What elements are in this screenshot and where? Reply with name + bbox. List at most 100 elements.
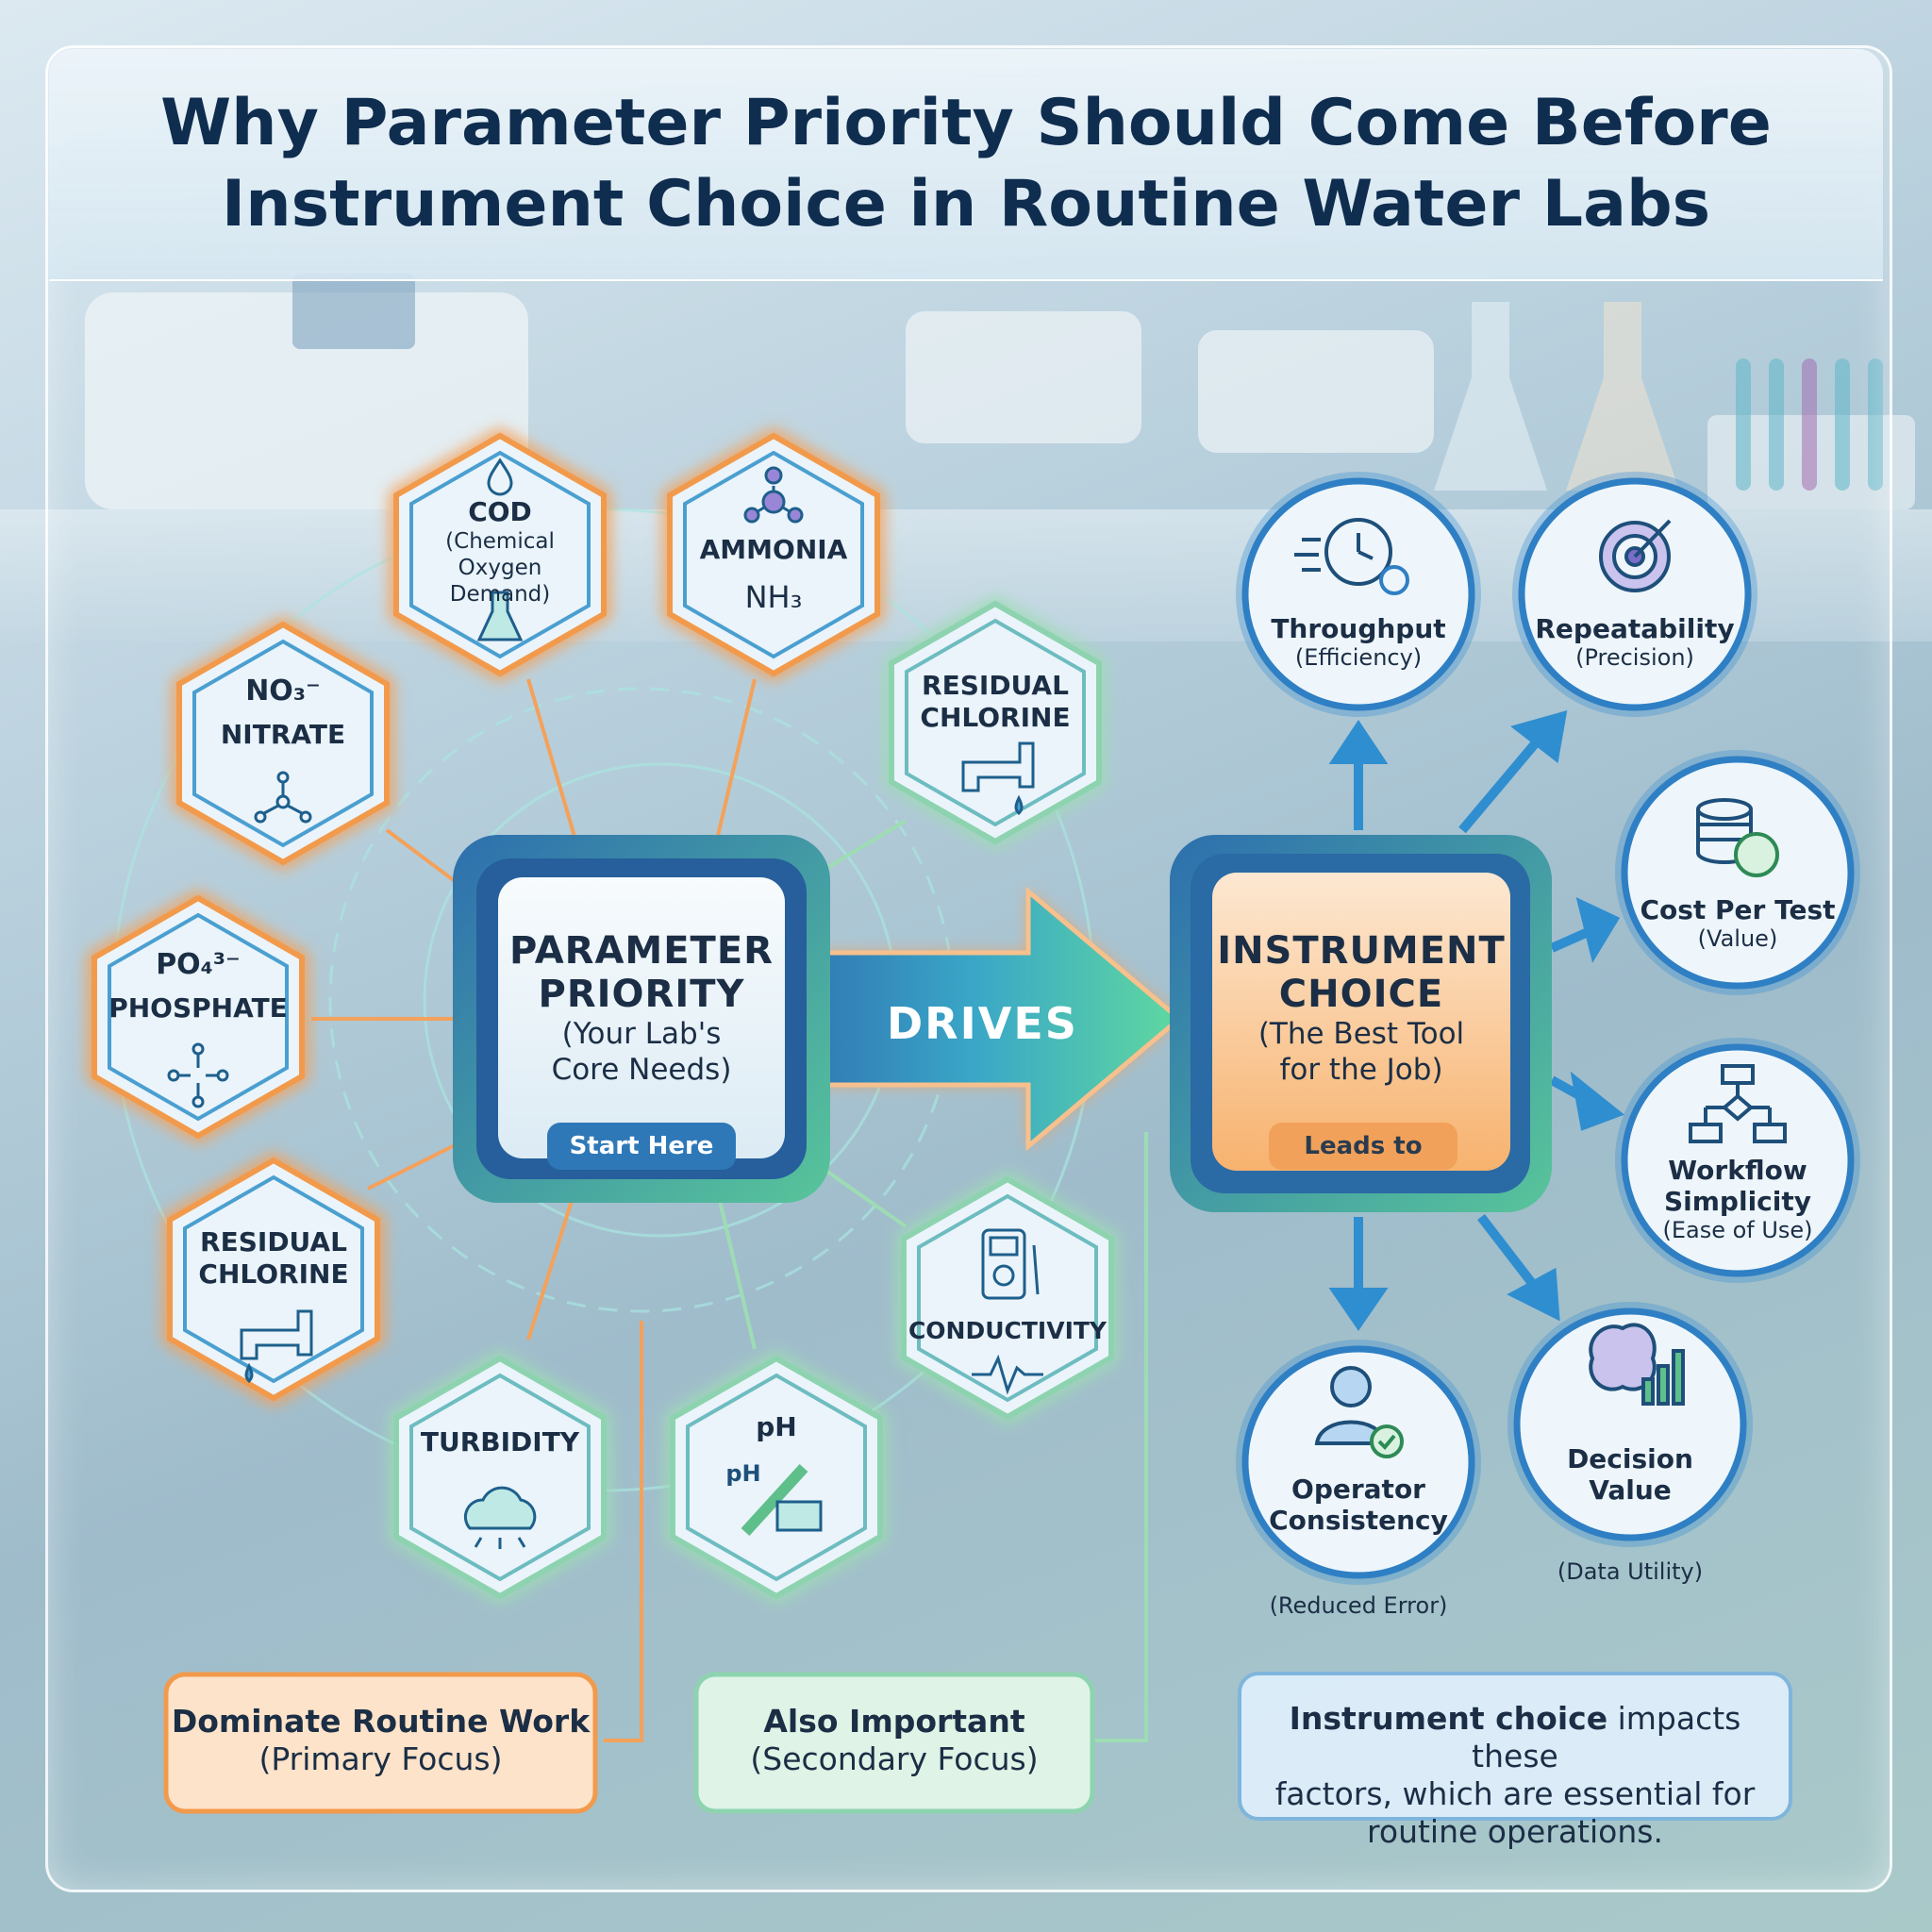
- factor-icons: [1294, 518, 1787, 1458]
- hex-icons: [167, 458, 1043, 1549]
- flask-shape-2: [1566, 302, 1679, 491]
- hex-group: [88, 427, 1118, 1605]
- legend-primary-title: Dominate Routine Work: [171, 1703, 591, 1740]
- hex-turbidity-label: TURBIDITY: [406, 1426, 594, 1458]
- note-rest: impacts these: [1472, 1700, 1741, 1774]
- parameter-priority-sub-2: Core Needs): [551, 1053, 732, 1087]
- hex-phosphate-label: PO₄³⁻ PHOSPHATE: [104, 949, 292, 1024]
- throughput-title: Throughput: [1271, 613, 1446, 644]
- coins-dollar-icon: [1696, 798, 1779, 877]
- decision-title-2: Value: [1589, 1474, 1672, 1506]
- decision-label: Decision Value: [1517, 1443, 1743, 1506]
- parameter-priority-heading-2: PRIORITY: [538, 973, 745, 1016]
- legend-secondary: Also Important (Secondary Focus): [696, 1703, 1092, 1778]
- faucet-icon: [240, 1309, 313, 1384]
- operator-label: Operator Consistency: [1245, 1474, 1472, 1536]
- cloud-icon: [463, 1486, 537, 1549]
- hex-ph: [666, 1350, 887, 1605]
- circle-workflow: [1615, 1038, 1860, 1283]
- analyzer-machine: [906, 311, 1141, 443]
- turbidity-title: TURBIDITY: [420, 1426, 580, 1457]
- ph-strip-text: pH: [725, 1460, 761, 1487]
- phosphate-formula: PO₄³⁻: [156, 948, 241, 981]
- throughput-sub: (Efficiency): [1294, 644, 1423, 671]
- repeatability-title: Repeatability: [1535, 613, 1735, 644]
- operator-title-2: Consistency: [1269, 1505, 1448, 1536]
- note-line-2: factors, which are essential for: [1274, 1775, 1756, 1812]
- hex-ph-label: pH: [682, 1411, 871, 1443]
- operator-sub: (Reduced Error): [1269, 1592, 1448, 1619]
- ph-title: pH: [756, 1411, 797, 1442]
- waveform-icon: [972, 1354, 1043, 1395]
- conductivity-title: CONDUCTIVITY: [908, 1317, 1108, 1344]
- instrument-note: Instrument choice impacts these factors,…: [1238, 1672, 1792, 1850]
- brain-chart-icon: [1589, 1323, 1685, 1406]
- drives-label: DRIVES: [887, 998, 1078, 1049]
- title-line-2: Instrument Choice in Routine Water Labs: [221, 167, 1711, 242]
- hex-nitrate: [173, 616, 393, 871]
- legend-primary-sub: (Primary Focus): [258, 1740, 503, 1777]
- operator-title-1: Operator: [1291, 1474, 1425, 1505]
- user-check-icon: [1314, 1366, 1404, 1458]
- repeatability-sub: (Precision): [1575, 644, 1694, 671]
- flask-shape: [1434, 302, 1547, 491]
- decision-title-1: Decision: [1567, 1443, 1693, 1474]
- meter-machine: [1198, 330, 1434, 453]
- hex-chlorine-primary: [163, 1152, 384, 1407]
- nitrate-structure-icon: [254, 771, 312, 824]
- drop-icon: [487, 458, 513, 496]
- hex-turbidity: [390, 1350, 610, 1605]
- parameter-priority-label: PARAMETER PRIORITY (Your Lab's Core Need…: [498, 929, 785, 1088]
- circle-repeatability: [1512, 472, 1757, 717]
- factor-circles: [1236, 472, 1860, 1585]
- faucet-icon-2: [961, 741, 1035, 816]
- spectrophotometer-machine: [85, 292, 528, 509]
- circle-operator: [1236, 1340, 1481, 1585]
- parameter-priority-heading-1: PARAMETER: [509, 929, 774, 973]
- legend-secondary-sub: (Secondary Focus): [750, 1740, 1039, 1777]
- nitrate-title: NITRATE: [220, 719, 346, 750]
- instrument-sub-2: for the Job): [1279, 1053, 1443, 1087]
- chlorine-secondary-title-1: RESIDUAL: [922, 670, 1069, 701]
- clock-gear-icon: [1294, 518, 1409, 595]
- chlorine-secondary-title-2: CHLORINE: [920, 702, 1071, 733]
- circle-decision: [1507, 1302, 1753, 1547]
- hex-chlorine-secondary: [885, 595, 1106, 850]
- target-icon: [1599, 519, 1672, 592]
- molecule-icon: [743, 466, 804, 524]
- hex-phosphate: [88, 890, 308, 1144]
- circle-cost: [1615, 750, 1860, 995]
- workflow-label: Workflow Simplicity (Ease of Use): [1624, 1155, 1851, 1243]
- note-line-3: routine operations.: [1367, 1813, 1663, 1850]
- chlorine-primary-title-1: RESIDUAL: [200, 1226, 347, 1257]
- legend-secondary-title: Also Important: [763, 1703, 1025, 1740]
- title-line-1: Why Parameter Priority Should Come Befor…: [160, 86, 1772, 160]
- cost-title: Cost Per Test: [1640, 894, 1836, 925]
- hex-conductivity-label: CONDUCTIVITY: [904, 1315, 1111, 1347]
- chlorine-primary-title-2: CHLORINE: [198, 1258, 349, 1290]
- hex-cod: [390, 427, 610, 682]
- hex-nitrate-label: NO₃⁻ NITRATE: [189, 675, 377, 751]
- phosphate-title: PHOSPHATE: [108, 992, 288, 1024]
- instrument-choice-label: INSTRUMENT CHOICE (The Best Tool for the…: [1212, 929, 1510, 1088]
- note-bold: Instrument choice: [1289, 1700, 1608, 1737]
- cost-sub: (Value): [1697, 925, 1778, 952]
- meter-icon: [981, 1228, 1040, 1300]
- instrument-sub-1: (The Best Tool: [1257, 1017, 1465, 1051]
- ammonia-title: AMMONIA: [699, 534, 848, 565]
- circle-throughput: [1236, 472, 1481, 717]
- parameter-priority-sub-1: (Your Lab's: [561, 1017, 722, 1051]
- parameter-priority-box: [453, 835, 830, 1203]
- legend-boxes: [163, 1672, 1095, 1814]
- cod-sub-2: Oxygen Demand): [449, 556, 551, 607]
- cod-title: COD: [468, 496, 532, 527]
- leads-to-pill: Leads to: [1304, 1132, 1423, 1160]
- workflow-sub: (Ease of Use): [1662, 1217, 1813, 1243]
- outer-frame: [45, 45, 1892, 1892]
- drives-arrow: [771, 886, 1183, 1152]
- hex-chlorine-primary-label: RESIDUAL CHLORINE: [179, 1226, 368, 1291]
- flask-icon: [476, 591, 524, 641]
- throughput-label: Throughput (Efficiency): [1245, 613, 1472, 671]
- hex-ammonia: [663, 427, 884, 682]
